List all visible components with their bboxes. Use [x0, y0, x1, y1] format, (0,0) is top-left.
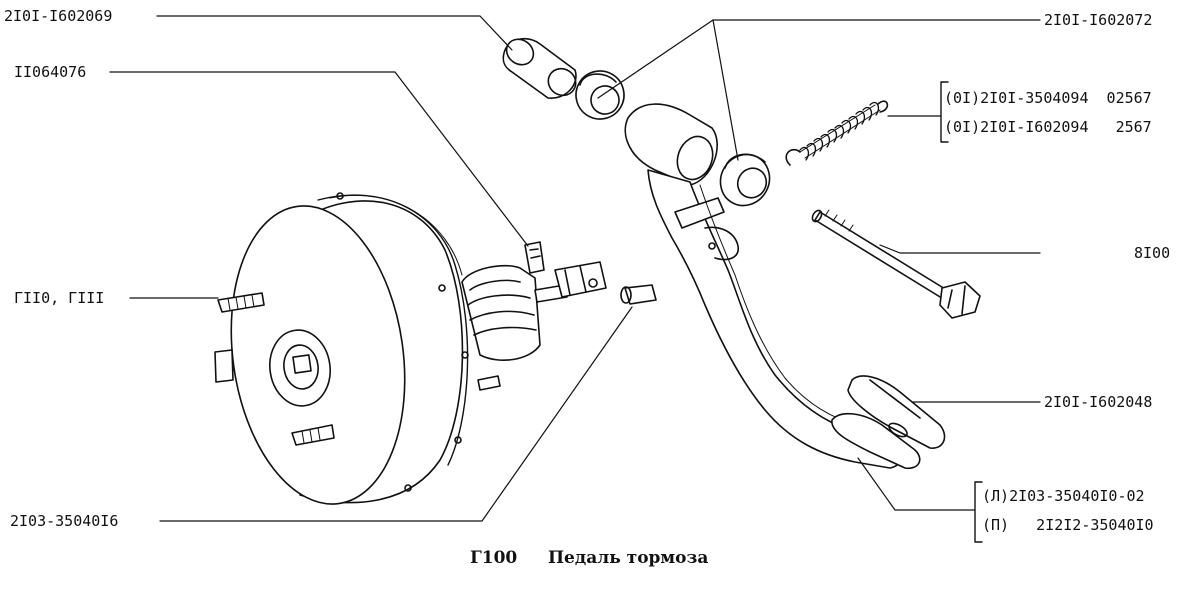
label-part-2101-3504094: (0I)2I0I-3504094 02567	[944, 89, 1152, 107]
clevis-pin	[620, 284, 657, 305]
push-rod-clevis	[534, 261, 607, 303]
brake-pedal-lever	[624, 103, 903, 469]
label-part-left-pedal: (Л)2I03-35040I0-02	[982, 487, 1145, 505]
label-brackets	[940, 81, 983, 543]
booster-rubber-boot	[461, 264, 541, 361]
leader-lines	[109, 15, 1041, 522]
label-part-2101-1602048: 2I0I-I602048	[1044, 393, 1153, 411]
label-part-2101-1602072: 2I0I-I602072	[1044, 11, 1153, 29]
figure-code: Г100	[470, 548, 518, 568]
label-part-11064076: II064076	[14, 63, 87, 81]
label-part-g110-g111: ГII0, ГIII	[14, 289, 105, 307]
label-part-2101-1602094: (0I)2I0I-I602094 2567	[944, 118, 1152, 136]
vacuum-booster	[214, 192, 501, 505]
return-spring	[785, 100, 889, 166]
label-part-2103-3504016: 2I03-35040I6	[10, 512, 119, 530]
label-part-2101-1602069: 2I0I-I602069	[4, 7, 113, 25]
label-part-right-pedal: (П) 2I2I2-35040I0	[982, 516, 1154, 534]
pedal-pad-plate	[831, 412, 921, 470]
bushing-right	[719, 153, 771, 207]
bolt-8100	[811, 209, 981, 319]
bushing-left	[575, 70, 625, 120]
figure-title: Педаль тормоза	[548, 548, 709, 568]
sleeve-2101-1602069	[502, 37, 577, 99]
pedal-pad-2101-1602048	[847, 375, 946, 449]
retaining-clip	[524, 241, 545, 274]
label-part-8100: 8I00	[1134, 244, 1171, 262]
